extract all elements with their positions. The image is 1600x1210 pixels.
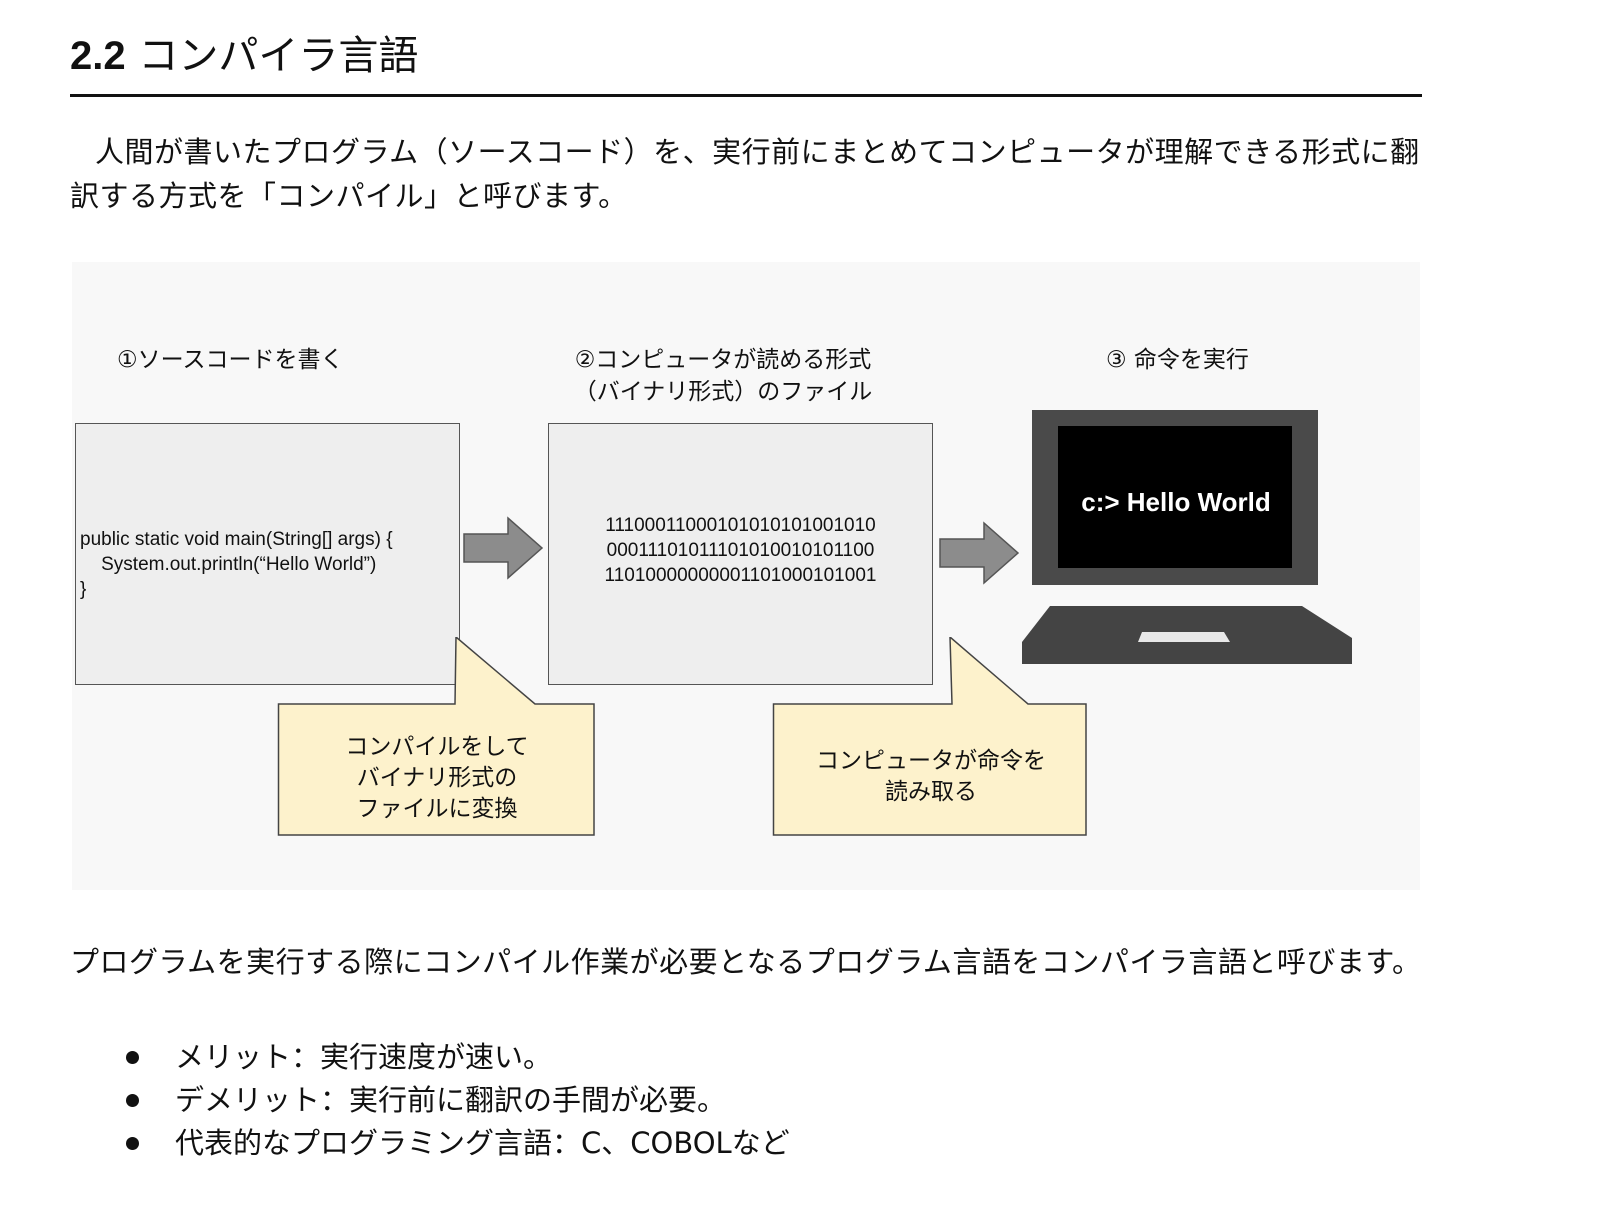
step2-label-line2: （バイナリ形式）のファイル xyxy=(573,379,873,405)
callout-bubble xyxy=(277,637,595,836)
section-heading: 2.2 コンパイラ言語 xyxy=(70,30,418,82)
callout2-line: コンピュータが命令を xyxy=(816,748,1046,774)
list-item: デメリット：実行前に翻訳の手間が必要。 xyxy=(120,1079,790,1122)
callout2-text: コンピュータが命令を 読み取る xyxy=(786,746,1076,808)
screen-output: c:> Hello World xyxy=(1081,487,1271,517)
section-title: コンパイラ言語 xyxy=(138,33,419,79)
list-item-text: メリット：実行速度が速い。 xyxy=(175,1040,553,1074)
callout1-line: コンパイルをして xyxy=(345,734,529,760)
list-item-text: 代表的なプログラミング言語：C、COBOLなど xyxy=(175,1126,790,1160)
laptop-icon: c:> Hello World xyxy=(1022,410,1387,674)
compile-flow-diagram: ①ソースコードを書く ②コンピュータが読める形式 （バイナリ形式）のファイル ③… xyxy=(72,262,1420,890)
callout2-line: 読み取る xyxy=(885,779,977,805)
bullet-list: メリット：実行速度が速い。 デメリット：実行前に翻訳の手間が必要。 代表的なプロ… xyxy=(120,1036,790,1165)
list-item: 代表的なプログラミング言語：C、COBOLなど xyxy=(120,1122,790,1165)
arrow-right-icon xyxy=(463,516,544,580)
callout1-text: コンパイルをして バイナリ形式の ファイルに変換 xyxy=(292,732,582,825)
bullet-icon xyxy=(126,1094,139,1107)
bullet-icon xyxy=(126,1051,139,1064)
step3-label: ③ 命令を実行 xyxy=(1106,347,1249,373)
binary-text: 11100011000101010101001010 0001110101110… xyxy=(549,513,932,588)
step2-label: ②コンピュータが読める形式 （バイナリ形式）のファイル xyxy=(558,344,888,408)
list-item-text: デメリット：実行前に翻訳の手間が必要。 xyxy=(175,1083,727,1117)
callout1-line: ファイルに変換 xyxy=(356,796,518,822)
source-code-box: public static void main(String[] args) {… xyxy=(75,423,460,685)
intro-paragraph: 人間が書いたプログラム（ソースコード）を、実行前にまとめてコンピュータが理解でき… xyxy=(70,135,1420,213)
binary-line: 00011101011101010010101100 xyxy=(606,540,875,561)
bullet-icon xyxy=(126,1137,139,1150)
binary-line: 11100011000101010101001010 xyxy=(605,515,876,536)
step2-label-line1: ②コンピュータが読める形式 xyxy=(574,347,872,373)
binary-line: 11010000000001101000101001 xyxy=(604,565,877,586)
section-number: 2.2 xyxy=(70,34,126,78)
laptop-drawing xyxy=(1022,410,1352,664)
step1-label: ①ソースコードを書く xyxy=(117,347,344,373)
heading-rule xyxy=(70,94,1422,97)
source-code-text: public static void main(String[] args) {… xyxy=(80,529,393,600)
callout1-line: バイナリ形式の xyxy=(356,765,518,791)
callout-bubble xyxy=(772,637,1087,836)
arrow-right-icon xyxy=(939,521,1020,585)
binary-file-box: 11100011000101010101001010 0001110101110… xyxy=(548,423,933,685)
list-item: メリット：実行速度が速い。 xyxy=(120,1036,790,1079)
body-paragraph: プログラムを実行する際にコンパイル作業が必要となるプログラム言語をコンパイラ言語… xyxy=(70,945,1422,979)
